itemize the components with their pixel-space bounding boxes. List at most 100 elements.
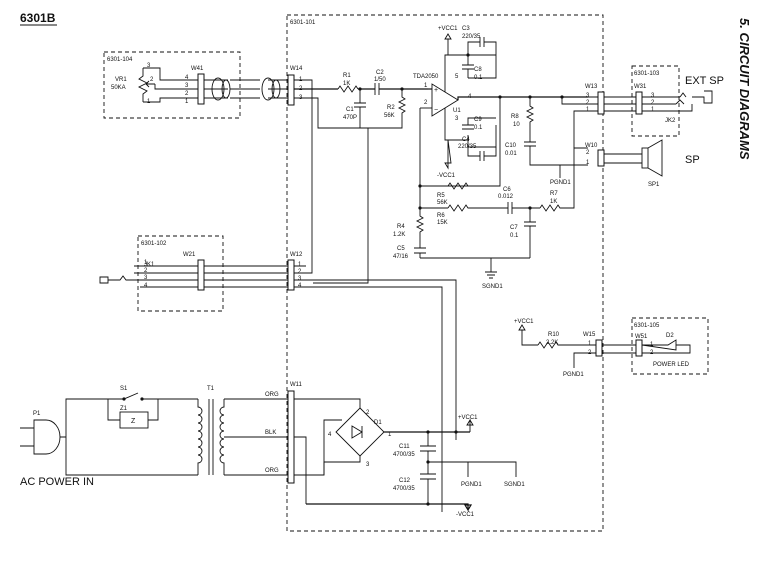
w11-connector <box>287 390 295 484</box>
r10-ref: R10 <box>548 332 560 338</box>
volume-board-label: 6301-104 <box>107 57 133 63</box>
svg-text:2: 2 <box>424 100 428 106</box>
c1-value: 470P <box>343 115 357 121</box>
t1-primary <box>197 399 203 475</box>
svg-text:3: 3 <box>147 63 151 69</box>
w41-label: W41 <box>191 66 204 72</box>
wire-org-top: ORG <box>265 392 279 398</box>
svg-text:1: 1 <box>144 260 148 266</box>
model-title: 6301B <box>20 11 56 25</box>
c6-ref: C6 <box>503 187 511 193</box>
vr1-value: 50KA <box>111 85 126 91</box>
r10-resistor <box>537 341 596 349</box>
ext-sp-label: EXT SP <box>685 75 724 87</box>
r5-ref: R5 <box>437 193 445 199</box>
c3-ref: C3 <box>462 26 470 32</box>
w51-connector <box>635 339 643 357</box>
r7-value: 1K <box>550 199 557 205</box>
input-board-outline <box>137 235 224 312</box>
power-led-label: POWER LED <box>653 362 690 368</box>
w51-label: W51 <box>635 334 648 340</box>
d2-led <box>641 339 691 354</box>
svg-text:3: 3 <box>144 275 148 281</box>
w12-connector <box>287 259 295 291</box>
w31-connector <box>635 91 643 115</box>
svg-text:1: 1 <box>651 107 655 113</box>
svg-text:3: 3 <box>586 93 590 99</box>
r5-value: 56K <box>437 200 448 206</box>
w13-label: W13 <box>585 84 598 90</box>
svg-text:1: 1 <box>388 432 392 438</box>
s1-switch <box>108 392 198 400</box>
w15-label: W15 <box>583 332 596 338</box>
r1-value: 1K <box>343 81 350 87</box>
svg-text:1: 1 <box>586 160 590 166</box>
c5-value: 47/16 <box>393 254 409 260</box>
wire-org-bottom: ORG <box>265 468 279 474</box>
sp-label: SP <box>685 154 700 166</box>
c4-value: 220/35 <box>458 144 477 150</box>
svg-text:4: 4 <box>185 75 189 81</box>
svg-text:4: 4 <box>328 432 332 438</box>
r1-resistor <box>337 85 359 93</box>
u1-part: TDA2050 <box>413 74 439 80</box>
vcc-pos-top-label: +VCC1 <box>438 26 458 32</box>
sgnd-label-main: SGND1 <box>482 284 503 290</box>
c11-value: 4700/35 <box>393 452 415 458</box>
ext-speaker-board-outline <box>631 65 680 137</box>
p1-plug <box>20 398 198 476</box>
r10-value: 2.2K <box>546 340 558 346</box>
svg-text:2: 2 <box>651 100 655 106</box>
main-board-label: 6301-101 <box>290 20 316 26</box>
c9-value: 0.1 <box>474 125 483 131</box>
sp1-speaker <box>641 147 649 169</box>
r6-value: 15K <box>437 220 448 226</box>
d1-ref: D1 <box>374 420 382 426</box>
svg-text:−: − <box>434 107 438 114</box>
w21-label: W21 <box>183 252 196 258</box>
z1-symbol: Z <box>131 418 136 425</box>
svg-text:3: 3 <box>651 93 655 99</box>
c9-ref: C9 <box>474 117 482 123</box>
s1-ref: S1 <box>120 386 128 392</box>
wire-blk: BLK <box>265 430 276 436</box>
c1-ref: C1 <box>346 107 354 113</box>
r2-ref: R2 <box>387 105 395 111</box>
r4-ref: R4 <box>397 224 405 230</box>
svg-text:2: 2 <box>586 150 590 156</box>
svg-text:2: 2 <box>586 100 590 106</box>
c10-value: 0.01 <box>505 151 517 157</box>
section-title: 5. CIRCUIT DIAGRAMS <box>737 18 752 160</box>
c5-ref: C5 <box>397 246 405 252</box>
r8-value: 10 <box>513 122 520 128</box>
vcc-neg-u1-label: -VCC1 <box>437 173 456 179</box>
svg-text:2: 2 <box>144 268 148 274</box>
ext-speaker-board-label: 6301-103 <box>634 71 660 77</box>
w21-connector <box>197 259 205 291</box>
c4-ref: C4 <box>462 137 470 143</box>
svg-text:5: 5 <box>455 74 459 80</box>
svg-text:2: 2 <box>298 269 302 275</box>
d1-bridge <box>335 407 385 457</box>
svg-text:1: 1 <box>588 341 592 347</box>
r8-c10-zobel <box>524 97 588 166</box>
svg-text:3: 3 <box>185 83 189 89</box>
w14-label: W14 <box>290 66 303 72</box>
c7-value: 0.1 <box>510 233 519 239</box>
t1-ref: T1 <box>207 386 215 392</box>
t1-secondary <box>219 399 225 475</box>
pgnd-label-led: PGND1 <box>563 372 584 378</box>
main-board-outline <box>286 14 604 532</box>
c2-ref: C2 <box>376 70 384 76</box>
w10-label: W10 <box>585 143 598 149</box>
r4-c5-branch <box>414 208 426 258</box>
svg-text:1: 1 <box>586 107 590 113</box>
c8-ref: C8 <box>474 67 482 73</box>
w10-connector <box>597 149 605 167</box>
w15-connector <box>595 339 603 357</box>
pgnd-label-sp: PGND1 <box>550 180 571 186</box>
svg-text:3: 3 <box>455 116 459 122</box>
svg-text:1: 1 <box>424 83 428 89</box>
c2-value: 1/50 <box>374 77 386 83</box>
r4-value: 1.2K <box>393 232 405 238</box>
